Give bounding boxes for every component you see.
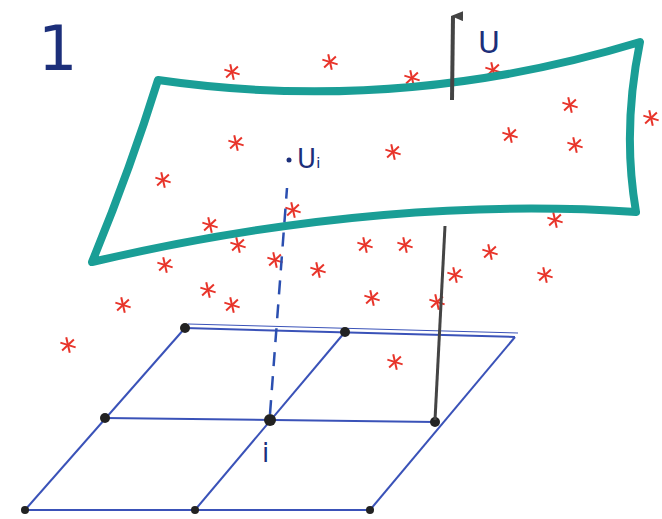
figure-number: 1 xyxy=(38,18,77,80)
particle-stroke xyxy=(484,247,496,258)
particle-stroke xyxy=(226,67,238,78)
particle-stroke xyxy=(312,265,324,276)
particle-stroke xyxy=(226,300,238,311)
particle-stroke xyxy=(399,240,411,251)
particle-stroke xyxy=(449,270,461,281)
particle-stroke xyxy=(645,113,657,124)
particle-stroke xyxy=(389,357,401,368)
local-field-symbol: Uᵢ xyxy=(297,146,321,172)
particle-stroke xyxy=(406,73,418,84)
particle-stroke xyxy=(287,205,299,216)
particle-stroke xyxy=(504,130,516,141)
particle-stroke xyxy=(157,175,169,186)
particle-stroke xyxy=(232,240,244,251)
lattice xyxy=(25,324,518,510)
particle-stroke xyxy=(549,215,561,226)
site-index: i xyxy=(262,440,269,466)
particle-stroke xyxy=(324,57,336,68)
point xyxy=(287,158,292,163)
particle-stroke xyxy=(366,293,378,304)
field-surface xyxy=(92,42,640,262)
projection-line xyxy=(270,188,287,414)
particle-stroke xyxy=(159,260,171,271)
particle-stroke xyxy=(62,340,74,351)
particle-stroke xyxy=(539,270,551,281)
particle-stroke xyxy=(202,285,214,296)
field-arrow xyxy=(452,16,453,100)
particle-stroke xyxy=(230,138,242,149)
field-arrow-shaft xyxy=(435,226,445,420)
particle-stroke xyxy=(117,300,129,311)
particle-stroke xyxy=(359,240,371,251)
particle-stroke xyxy=(564,100,576,111)
particle-stroke xyxy=(204,220,216,231)
field-symbol: U xyxy=(478,28,500,58)
lattice-sites xyxy=(21,323,440,514)
particle-stroke xyxy=(569,140,581,151)
particle-stroke xyxy=(387,147,399,158)
particle-stroke xyxy=(269,255,281,266)
